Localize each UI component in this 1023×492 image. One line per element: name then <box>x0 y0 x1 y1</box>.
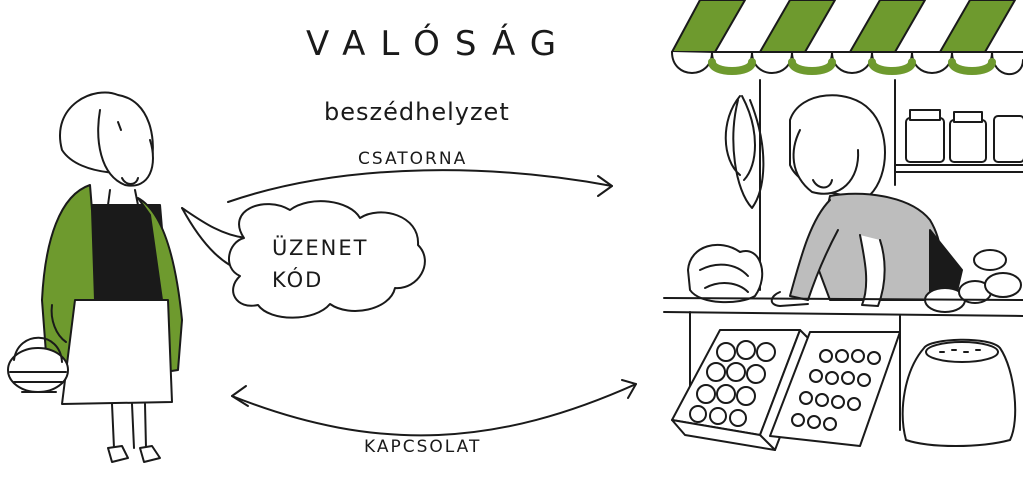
channel-arrow <box>227 169 613 203</box>
diagram-subtitle: beszédhelyzet <box>324 98 510 126</box>
speech-bubble-text: ÜZENET KÓD <box>272 232 368 296</box>
market-stall <box>663 0 1023 451</box>
connection-arrow <box>231 379 637 437</box>
sack-icon <box>901 338 1017 447</box>
jar-icon <box>905 117 945 163</box>
connection-label: KAPCSOLAT <box>364 437 482 457</box>
code-label: KÓD <box>272 268 324 292</box>
basket-icon <box>7 347 69 393</box>
cabbage-icon <box>687 243 764 304</box>
channel-label: CSATORNA <box>358 149 468 169</box>
jar-icon <box>949 119 987 163</box>
customer-woman-figure <box>7 91 183 463</box>
message-label: ÜZENET <box>272 236 369 260</box>
diagram-title: VALÓSÁG <box>306 24 572 64</box>
bananas-icon <box>724 95 765 209</box>
jar-icon <box>993 115 1023 163</box>
speech-bubble <box>181 200 426 319</box>
